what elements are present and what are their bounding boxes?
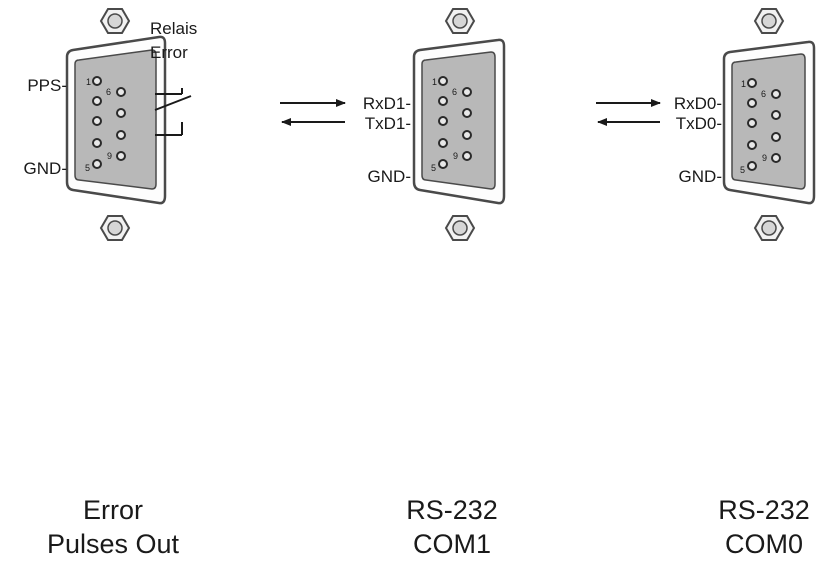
txd-label: TxD1- xyxy=(365,114,411,133)
caption-line-2: Pulses Out xyxy=(47,529,180,559)
relais-label: Relais xyxy=(150,19,197,38)
pps-label: PPS- xyxy=(27,76,67,95)
db9-shell xyxy=(722,40,816,205)
relay-switch-symbol xyxy=(154,88,192,136)
pin-number-5: 5 xyxy=(431,163,436,173)
pin-number-5: 5 xyxy=(85,163,90,173)
rxd-label: RxD1- xyxy=(363,94,411,113)
db9-shell xyxy=(412,38,506,205)
mounting-nut-bottom xyxy=(753,215,785,241)
pin-number-1: 1 xyxy=(432,77,437,87)
pin-number-9: 9 xyxy=(453,151,458,161)
pins xyxy=(747,78,781,171)
pin-number-9: 9 xyxy=(107,151,112,161)
pin-number-9: 9 xyxy=(762,153,767,163)
pin-number-5: 5 xyxy=(740,165,745,175)
caption-line-2: COM1 xyxy=(413,529,491,559)
com1-connector: 1 5 6 9 RxD1- TxD1- GND- RS-232 COM1 xyxy=(280,8,506,559)
mounting-nut-top xyxy=(99,8,131,34)
caption-line-1: RS-232 xyxy=(406,495,498,525)
gnd-label: GND- xyxy=(24,159,67,178)
mounting-nut-top xyxy=(444,8,476,34)
caption-line-2: COM0 xyxy=(725,529,803,559)
gnd-label: GND- xyxy=(368,167,411,186)
error-connector: 1 5 6 9 Relais Error PPS- GND- Error Pul… xyxy=(24,8,197,559)
caption-line-1: Error xyxy=(83,495,143,525)
com0-connector: 1 5 6 9 RxD0- TxD0- GND- RS-232 COM0 xyxy=(596,8,816,559)
pin-number-1: 1 xyxy=(86,77,91,87)
caption-line-1: RS-232 xyxy=(718,495,810,525)
txd-label: TxD0- xyxy=(676,114,722,133)
pin-number-6: 6 xyxy=(106,87,111,97)
pin-number-6: 6 xyxy=(761,89,766,99)
rxd-label: RxD0- xyxy=(674,94,722,113)
pins xyxy=(92,76,126,169)
mounting-nut-top xyxy=(753,8,785,34)
error-label: Error xyxy=(150,43,188,62)
gnd-label: GND- xyxy=(679,167,722,186)
mounting-nut-bottom xyxy=(444,215,476,241)
pins xyxy=(438,76,472,169)
pin-number-1: 1 xyxy=(741,79,746,89)
mounting-nut-bottom xyxy=(99,215,131,241)
pin-number-6: 6 xyxy=(452,87,457,97)
